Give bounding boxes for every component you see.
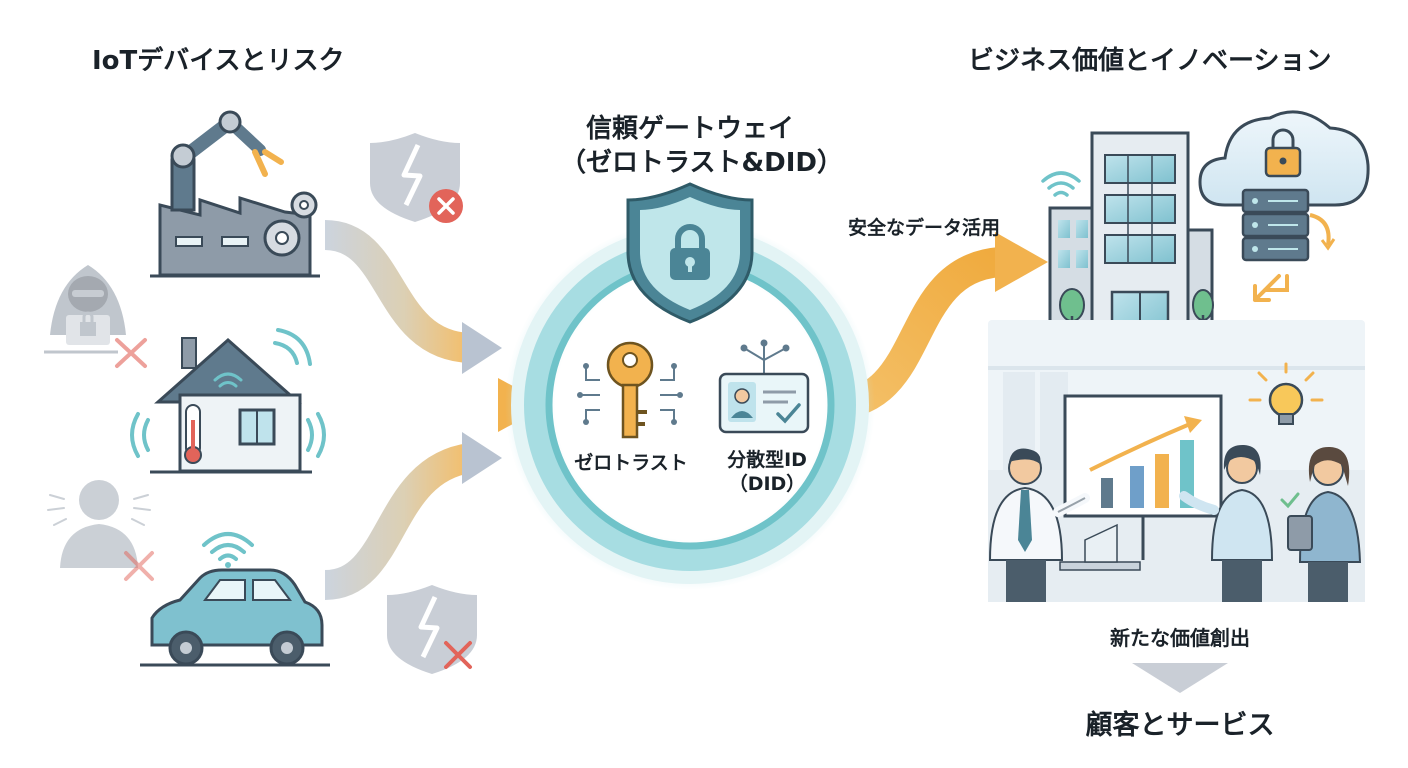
did-label-line1: 分散型ID	[727, 449, 807, 471]
circuit-key-icon	[577, 341, 683, 439]
broken-shield-icon-2	[387, 585, 477, 674]
office-building-icon	[1040, 131, 1225, 339]
connected-car-icon	[140, 532, 330, 667]
broken-shield-icon	[370, 133, 463, 223]
gateway-title-line2: （ゼロトラスト&DID）	[560, 148, 843, 178]
hacker-icon	[44, 265, 126, 354]
value-creation-label: 新たな価値創出	[1110, 626, 1250, 650]
flow-arrows	[323, 220, 548, 600]
meeting-scene	[988, 320, 1365, 602]
smart-home-icon	[130, 328, 326, 474]
gateway-title-line1: 信頼ゲートウェイ	[585, 114, 794, 144]
server-icon	[1241, 188, 1336, 302]
safe-data-label: 安全なデータ活用	[848, 217, 1001, 239]
down-arrow	[1132, 663, 1228, 693]
businessman-figure	[988, 448, 1090, 602]
businesswoman-figure	[1179, 444, 1274, 602]
blocked-x-icon	[115, 338, 147, 368]
customer-label: 顧客とサービス	[1085, 710, 1275, 741]
gateway-title: 信頼ゲートウェイ （ゼロトラスト&DID）	[560, 112, 843, 180]
factory-robot-arm-icon	[150, 110, 320, 278]
id-card-icon	[718, 339, 810, 434]
did-label-line2: （DID）	[728, 473, 806, 495]
presentation-board	[1063, 394, 1223, 560]
lock-shield-icon	[626, 182, 754, 324]
lightbulb-icon	[1248, 362, 1324, 425]
cloud-lock-icon	[1198, 110, 1370, 207]
did-label: 分散型ID （DID）	[712, 448, 822, 496]
blocked-x-icon-2	[124, 551, 154, 581]
left-section-title: IoTデバイスとリスク	[92, 46, 345, 76]
faded-user-icon	[47, 480, 151, 568]
colleague-figure	[1280, 446, 1362, 602]
right-section-title: ビジネス価値とイノベーション	[968, 46, 1332, 76]
zero-trust-label: ゼロトラスト	[574, 452, 688, 474]
gateway-ring	[505, 220, 875, 590]
